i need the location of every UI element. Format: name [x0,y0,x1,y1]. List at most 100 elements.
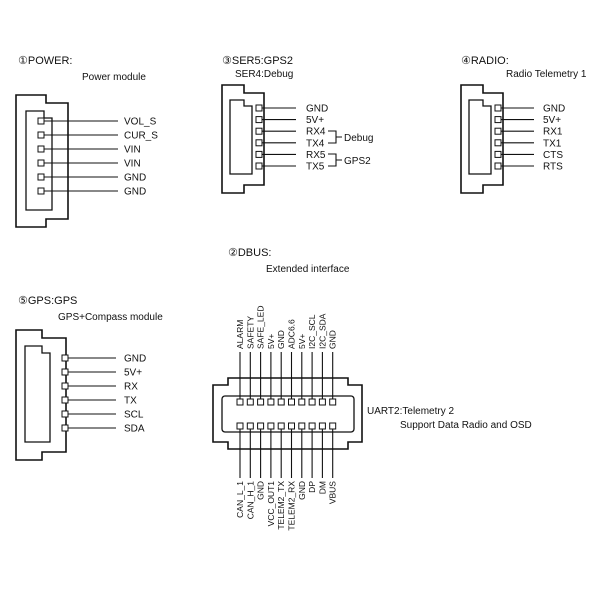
gps-pin-label: GND [124,354,146,365]
serial-pin-label: TX5 [306,162,325,173]
dbus-top-pin: GND [328,330,338,406]
serial-pin-label: GND [306,104,328,115]
gps2-group-label: GPS2 [344,156,371,167]
pin-contact [298,422,306,430]
power-pin-label: GND [124,187,146,198]
dbus-subtitle: Extended interface [266,264,350,275]
dbus-bottom-pin: TELEM2_RX [287,422,297,531]
serial-pin-row: 5V+ [255,115,324,126]
radio-pin-row: CTS [494,150,563,161]
pin-contact [236,398,244,406]
serial-connector-shape [221,84,265,194]
debug-group-label: Debug [344,133,373,144]
serial-pin-label: RX5 [306,150,326,161]
dbus-bottom-pin: VBUS [328,422,338,504]
power-subtitle: Power module [82,72,146,83]
pin-contact [257,398,265,406]
uart2-label: UART2:Telemetry 2 [367,406,455,417]
radio-pin-label: RX1 [543,127,563,138]
power-pin-row: VIN [37,145,141,156]
gps-pin-row: TX [61,396,137,407]
dbus-bottom-pin: CAN_L_1 [235,422,245,518]
pin-contact [37,117,45,125]
pin-contact [61,368,69,376]
dbus-bottom-pin: GND [297,422,307,500]
radio-pin-label: GND [543,104,565,115]
dbus-bottom-pin-label: CAN_L_1 [235,481,245,518]
dbus-top-pin-label: GND [276,330,286,349]
gps-connector-shape [15,329,67,461]
pin-contact [37,145,45,153]
gps-pin-row: 5V+ [61,368,142,379]
power-pin-row: GND [37,173,146,184]
pin-contact [494,150,502,158]
pin-contact [277,398,285,406]
gps-pin-label: SDA [124,424,145,435]
radio-pin-label: RTS [543,162,563,173]
power-section: ①POWER: Power module VOL_SCUR_SVINVINGND… [15,55,158,228]
power-pin-label: GND [124,173,146,184]
gps-pin-label: 5V+ [124,368,142,379]
pin-contact [267,422,275,430]
dbus-top-pin: ALARM [235,320,245,406]
gps-pin-label: RX [124,382,138,393]
dbus-bottom-pin: TELEM2_TX [276,422,286,530]
pin-contact [267,398,275,406]
dbus-top-pin-label: I2C_SCL [307,314,317,349]
gps-pin-row: SDA [61,424,145,435]
dbus-bottom-pin-label: GND [297,481,307,500]
dbus-bottom-pin: GND [256,422,266,500]
gps-header: ⑤GPS:GPS [18,295,77,307]
power-header: ①POWER: [18,55,72,67]
serial-pin-row: TX5 [255,162,325,173]
uart2-description: Support Data Radio and OSD [400,420,532,431]
pin-contact [494,162,502,170]
pin-contact [494,127,502,135]
dbus-top-pin-label: ALARM [235,320,245,349]
gps-pin-label: TX [124,396,137,407]
dbus-top-pin: I2C_SDA [317,313,327,406]
power-pin-label: CUR_S [124,131,158,142]
power-pin-label: VIN [124,145,141,156]
dbus-top-pin-label: ADC6.6 [287,319,297,349]
pin-contact [61,382,69,390]
power-pin-row: CUR_S [37,131,158,142]
serial-pin-row: TX4 [255,138,325,149]
dbus-bottom-pin-label: VCC_OUT1 [266,481,276,527]
dbus-connector-shape [212,377,363,450]
pin-contact [288,422,295,430]
power-pin-label: VIN [124,159,141,170]
radio-section: ④RADIO: Radio Telemetry 1 GND5V+RX1TX1CT… [460,55,587,194]
radio-pin-row: RX1 [494,127,563,138]
pin-contact [494,116,502,124]
serial-section: ③SER5:GPS2 SER4:Debug GND5V+RX4TX4RX5TX5… [221,55,373,194]
pin-contact [236,422,244,430]
dbus-bottom-pin: DP [307,422,317,493]
pin-contact [318,398,326,406]
radio-pin-label: 5V+ [543,115,561,126]
pin-contact [255,150,263,158]
serial-pin-row: RX5 [255,150,326,161]
radio-pin-row: RTS [494,162,563,173]
dbus-top-pin: I2C_SCL [307,314,317,406]
pin-contact [246,422,254,430]
dbus-top-pin-label: SAFE_LED [256,306,266,349]
pin-contact [37,131,45,139]
pin-contact [329,422,337,430]
dbus-top-pin: SAFETY [245,316,255,406]
pin-contact [255,116,263,124]
dbus-top-pin: 5V+ [297,334,307,406]
pin-contact [37,159,45,167]
gps-pin-row: GND [61,354,146,365]
gps-pin-row: SCL [61,410,144,421]
pin-contact [298,398,306,406]
dbus-top-pin-label: 5V+ [297,334,307,349]
pin-contact [308,398,316,406]
pin-contact [318,422,326,430]
dbus-top-pin: SAFE_LED [256,306,266,406]
